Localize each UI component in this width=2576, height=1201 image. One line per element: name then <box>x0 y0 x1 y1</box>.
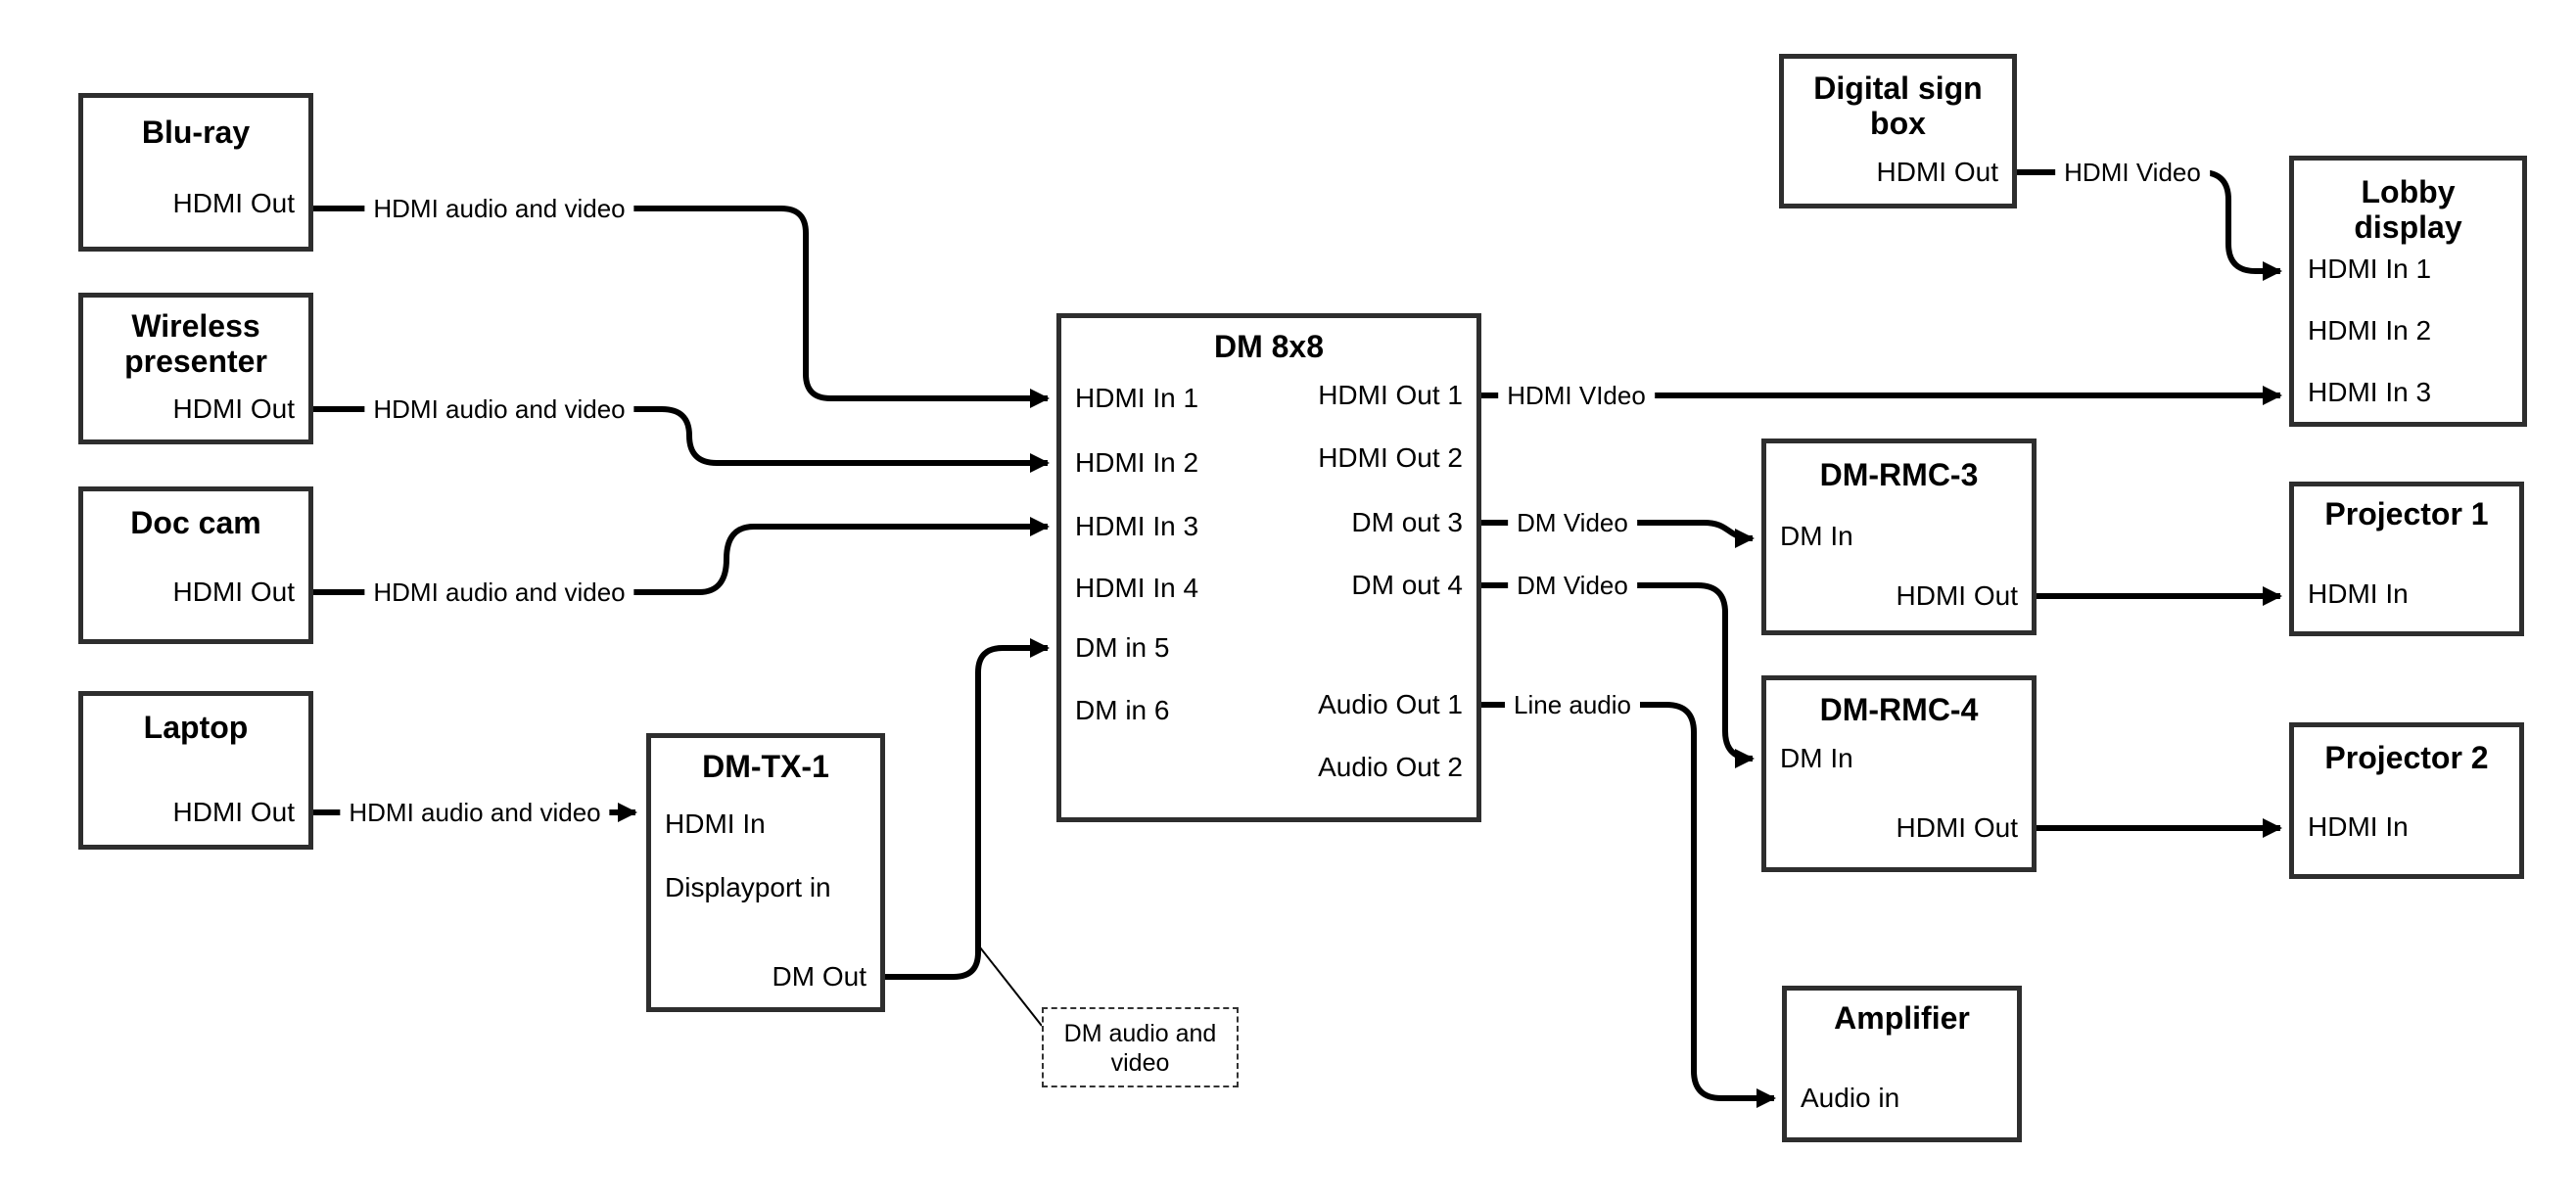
port-laptop-hdmi-out: HDMI Out <box>172 797 295 827</box>
port-dm8x8-audio-out-2: Audio Out 2 <box>1318 752 1463 782</box>
annotation-line1: DM audio and <box>1063 1020 1217 1047</box>
node-digitalsign-title: Digital sign box <box>1784 70 2012 141</box>
port-dm8x8-hdmi-in-2: HDMI In 2 <box>1075 447 1199 478</box>
port-wireless-hdmi-out: HDMI Out <box>172 393 295 424</box>
node-lobby-title: Lobby display <box>2294 174 2522 245</box>
node-digitalsign-title-line1: Digital sign <box>1813 70 1983 106</box>
edge-dmout3-to-dmrmc3 <box>1481 520 1755 548</box>
port-dm8x8-hdmi-out-1: HDMI Out 1 <box>1318 380 1463 410</box>
edge-doccam-to-dm8x8 <box>313 517 1050 595</box>
port-dm8x8-hdmi-out-2: HDMI Out 2 <box>1318 442 1463 473</box>
port-bluray-hdmi-out: HDMI Out <box>172 188 295 218</box>
edge-dmtx1-to-dm8x8 <box>885 638 1050 980</box>
node-doc-cam: Doc cam HDMI Out <box>78 486 313 644</box>
edge-label-laptop: HDMI audio and video <box>340 797 610 828</box>
port-dmtx1-displayport-in: Displayport in <box>665 872 831 902</box>
annotation-dm-audio-video: DM audio and video <box>1042 1007 1239 1087</box>
edge-wireless-to-dm8x8 <box>313 406 1050 473</box>
port-dm8x8-hdmi-in-1: HDMI In 1 <box>1075 383 1199 413</box>
edge-audioout1-to-amplifier <box>1481 702 1776 1108</box>
edge-label-line-audio: Line audio <box>1505 689 1640 720</box>
edge-dmout4-to-dmrmc4 <box>1481 582 1755 768</box>
port-dmrmc3-hdmi-out: HDMI Out <box>1896 580 2018 611</box>
node-amplifier: Amplifier Audio in <box>1782 986 2022 1142</box>
port-dm8x8-dm-out-4: DM out 4 <box>1351 570 1463 600</box>
node-digital-sign-box: Digital sign box HDMI Out <box>1779 54 2017 208</box>
node-amplifier-title: Amplifier <box>1834 1000 1970 1036</box>
port-dmrmc4-dm-in: DM In <box>1780 743 1853 773</box>
port-dmrmc3-dm-in: DM In <box>1780 521 1853 551</box>
edge-digitalsign-to-lobby <box>2017 169 2282 281</box>
node-bluray-title: Blu-ray <box>141 115 251 150</box>
node-bluray: Blu-ray HDMI Out <box>78 93 313 252</box>
edge-label-dm-video-out3: DM Video <box>1508 507 1637 538</box>
node-dm-rmc-4: DM-RMC-4 DM In HDMI Out <box>1761 675 2037 872</box>
node-projector-2: Projector 2 HDMI In <box>2289 722 2524 879</box>
node-digitalsign-title-line2: box <box>1870 106 1926 141</box>
node-lobby-display: Lobby display HDMI In 1 HDMI In 2 HDMI I… <box>2289 156 2527 427</box>
node-projector2-title: Projector 2 <box>2324 740 2489 775</box>
node-dm-8x8: DM 8x8 HDMI In 1 HDMI In 2 HDMI In 3 HDM… <box>1056 313 1481 822</box>
annotation-line2: video <box>1110 1049 1170 1077</box>
edge-label-dm-video-out4: DM Video <box>1508 570 1637 601</box>
annotation-leader-line <box>979 947 1043 1027</box>
port-dm8x8-hdmi-in-4: HDMI In 4 <box>1075 573 1199 603</box>
port-dm8x8-dm-in-5: DM in 5 <box>1075 632 1170 663</box>
port-dm8x8-dm-in-6: DM in 6 <box>1075 695 1170 725</box>
port-dm8x8-hdmi-in-3: HDMI In 3 <box>1075 511 1199 541</box>
node-dm-rmc-3: DM-RMC-3 DM In HDMI Out <box>1761 439 2037 635</box>
node-dm8x8-title: DM 8x8 <box>1213 329 1325 364</box>
port-dmtx1-dm-out: DM Out <box>772 961 866 992</box>
port-lobby-hdmi-in-2: HDMI In 2 <box>2308 315 2432 346</box>
node-projector1-title: Projector 1 <box>2324 496 2489 531</box>
node-lobby-title-line1: Lobby <box>2361 174 2456 209</box>
node-wireless-title-line1: Wireless <box>131 308 260 344</box>
node-wireless-title-line2: presenter <box>124 344 267 379</box>
port-dm8x8-dm-out-3: DM out 3 <box>1351 507 1463 537</box>
node-dmtx1-title: DM-TX-1 <box>702 749 829 784</box>
edge-label-hdmi-video-sign: HDMI Video <box>2055 157 2210 188</box>
port-digitalsign-hdmi-out: HDMI Out <box>1876 157 1998 187</box>
edge-label-hdmi-video-out1: HDMI VIdeo <box>1498 380 1655 411</box>
port-dmrmc4-hdmi-out: HDMI Out <box>1896 812 2018 843</box>
edge-label-doccam: HDMI audio and video <box>364 577 634 608</box>
port-projector2-hdmi-in: HDMI In <box>2308 811 2409 842</box>
port-doccam-hdmi-out: HDMI Out <box>172 577 295 607</box>
edge-label-wireless: HDMI audio and video <box>364 393 634 425</box>
node-laptop: Laptop HDMI Out <box>78 691 313 850</box>
port-dm8x8-audio-out-1: Audio Out 1 <box>1318 689 1463 719</box>
node-wireless-presenter: Wireless presenter HDMI Out <box>78 293 313 444</box>
node-dmrmc3-title: DM-RMC-3 <box>1819 457 1979 492</box>
node-doccam-title: Doc cam <box>130 505 261 540</box>
node-dmrmc4-title: DM-RMC-4 <box>1819 692 1979 727</box>
node-dm-tx-1: DM-TX-1 HDMI In Displayport in DM Out <box>646 733 885 1012</box>
port-lobby-hdmi-in-3: HDMI In 3 <box>2308 377 2432 407</box>
node-lobby-title-line2: display <box>2354 209 2462 245</box>
node-projector-1: Projector 1 HDMI In <box>2289 482 2524 636</box>
port-lobby-hdmi-in-1: HDMI In 1 <box>2308 254 2432 284</box>
port-projector1-hdmi-in: HDMI In <box>2308 578 2409 609</box>
edge-bluray-to-dm8x8 <box>313 206 1050 408</box>
node-laptop-title: Laptop <box>143 710 249 745</box>
node-wireless-title: Wireless presenter <box>83 308 308 379</box>
port-dmtx1-hdmi-in: HDMI In <box>665 808 766 839</box>
edge-label-bluray: HDMI audio and video <box>364 193 634 224</box>
port-amplifier-audio-in: Audio in <box>1801 1083 1900 1113</box>
